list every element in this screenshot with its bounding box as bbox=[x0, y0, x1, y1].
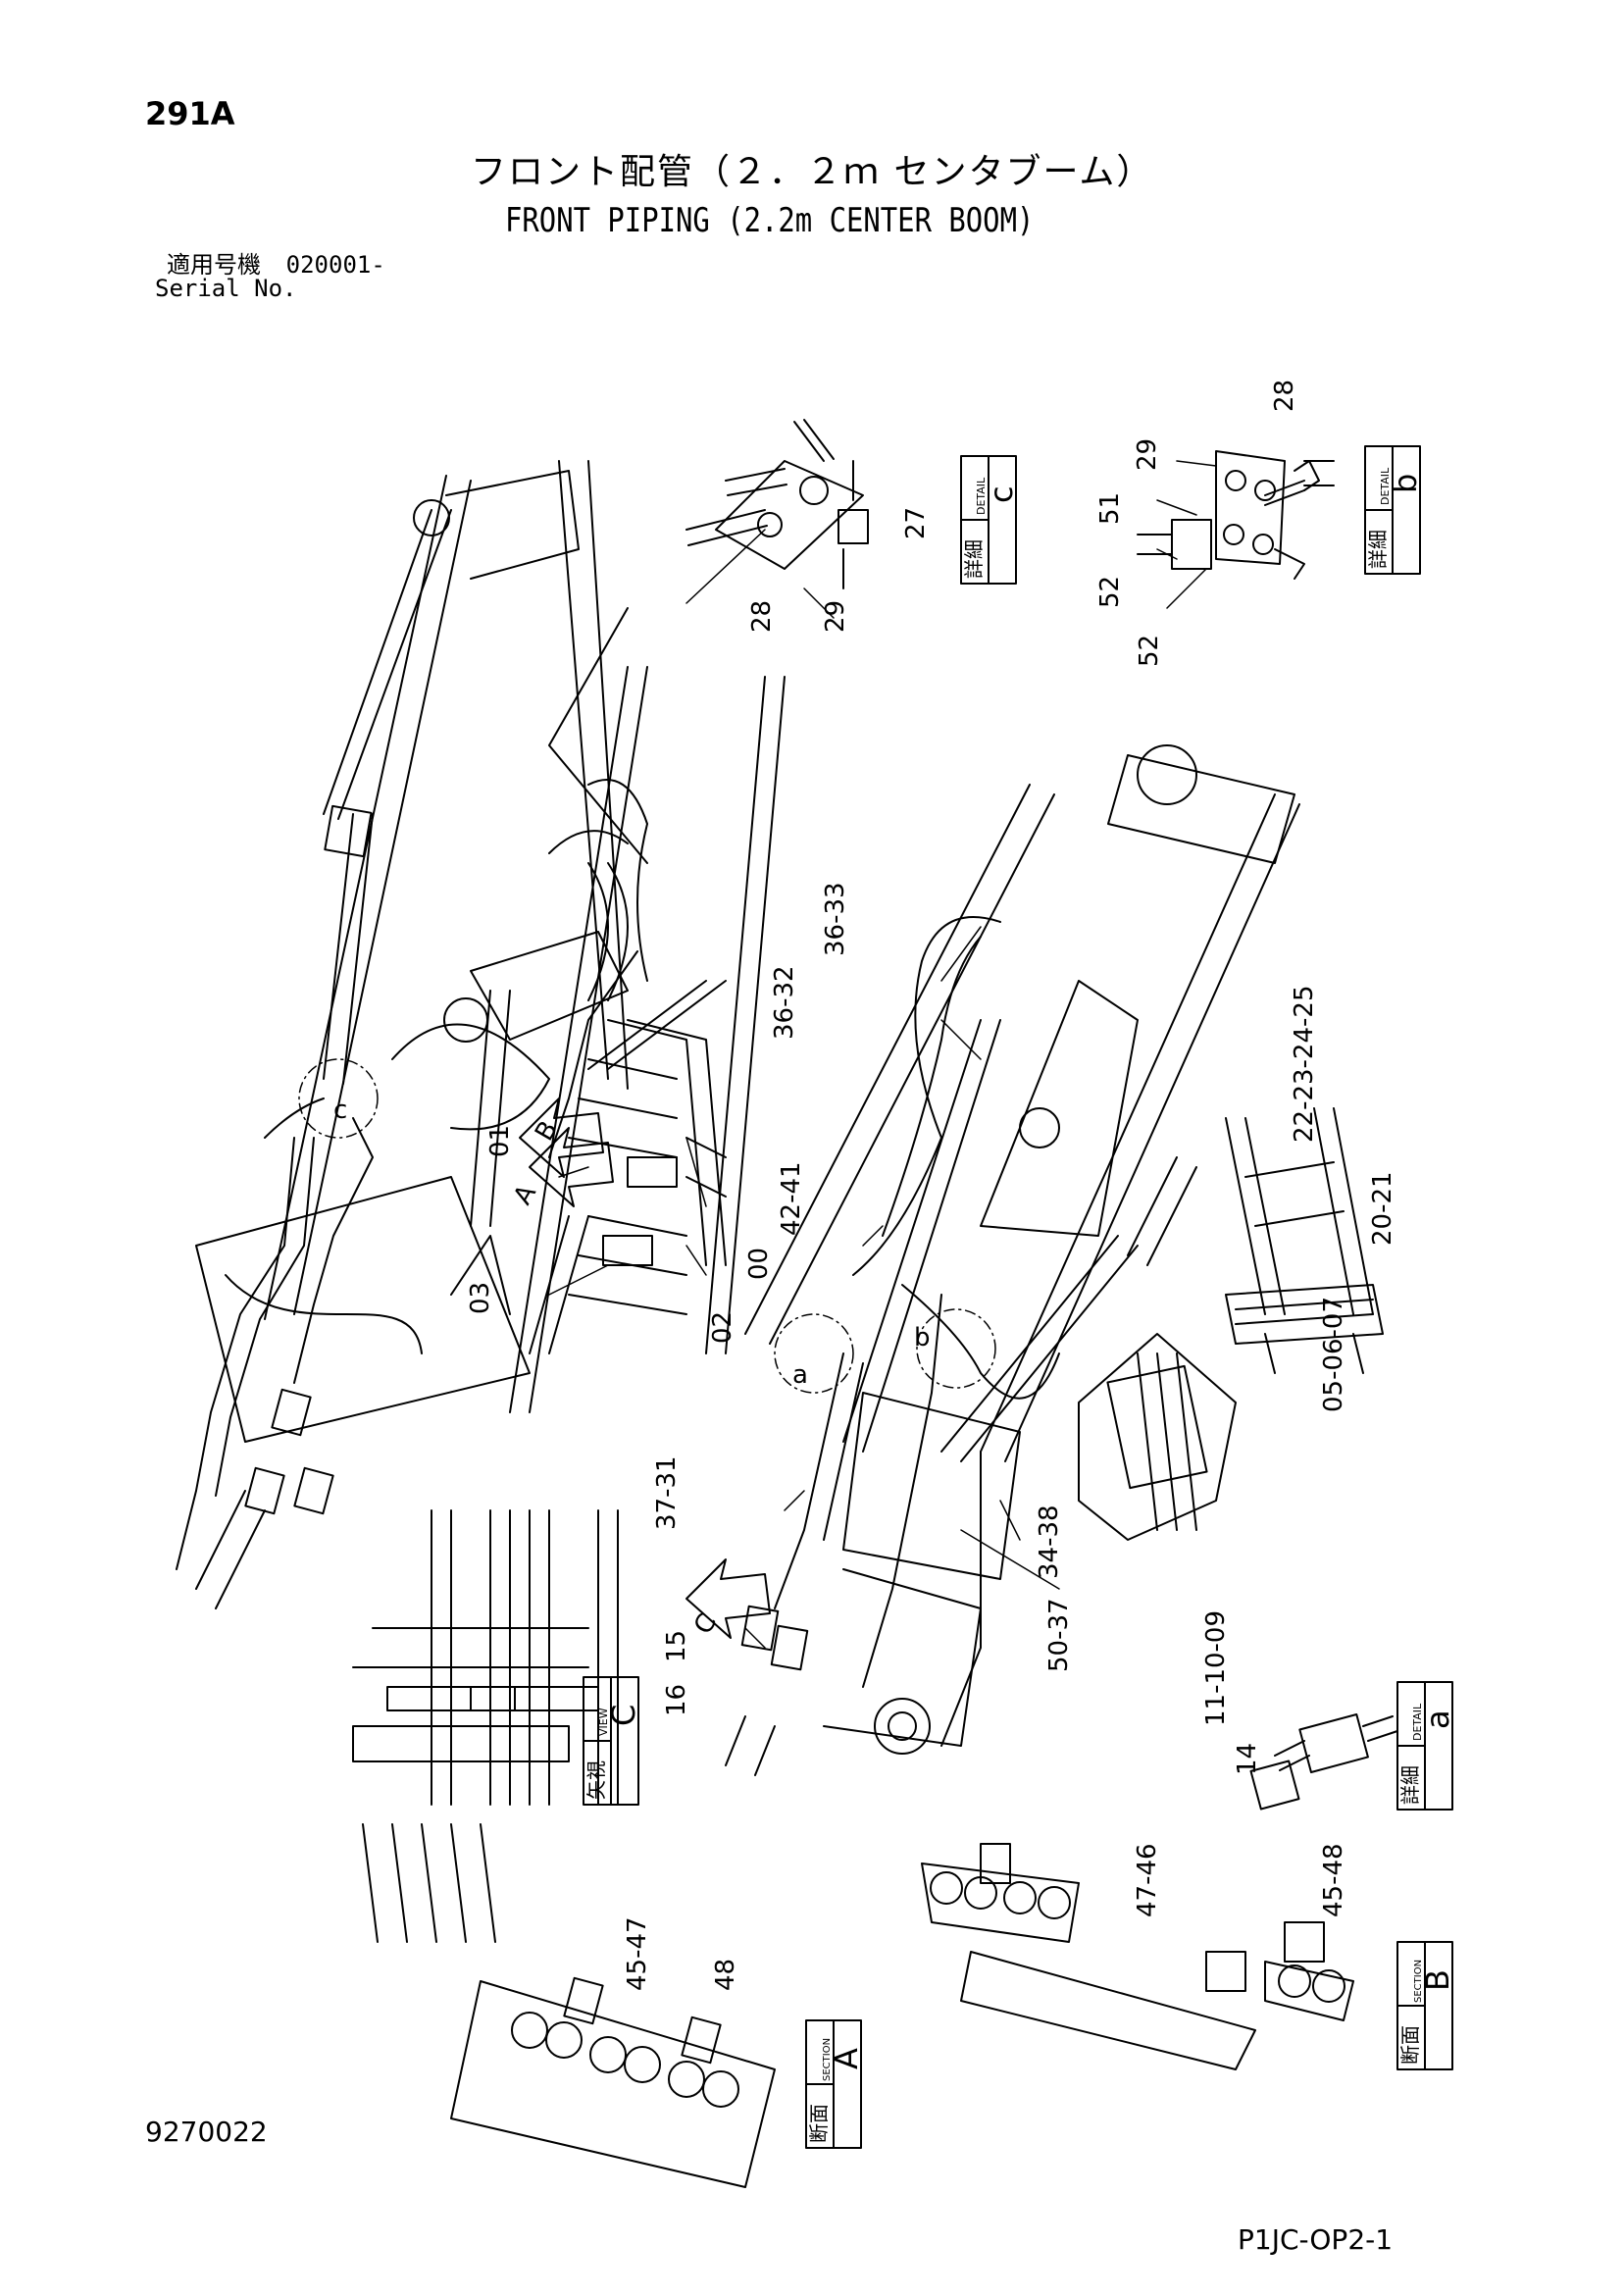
marker-b: b bbox=[914, 1323, 931, 1352]
view-c-box: 矢視 VIEW C bbox=[583, 1676, 642, 1806]
drawing-code: P1JC-OP2-1 bbox=[1238, 2223, 1394, 2256]
detail-c-box: 詳細 DETAIL c bbox=[960, 455, 1020, 585]
view-c-letter: C bbox=[605, 1705, 642, 1726]
title-japanese: フロント配管（２．２ｍ センタブーム） bbox=[471, 152, 1154, 192]
part-label: 20-21 bbox=[1368, 1171, 1397, 1246]
part-label: 52 bbox=[1135, 635, 1164, 667]
part-label: 48 bbox=[711, 1959, 740, 1991]
part-label: 28 bbox=[1270, 380, 1299, 412]
marker-c: c bbox=[333, 1096, 347, 1125]
page-number: 291A bbox=[145, 95, 235, 132]
part-label: 37-31 bbox=[652, 1455, 682, 1530]
part-label: 34-38 bbox=[1035, 1505, 1064, 1579]
part-label: 03 bbox=[466, 1282, 495, 1314]
document-number: 9270022 bbox=[145, 2116, 268, 2148]
detail-a-letter: a bbox=[1419, 1709, 1456, 1729]
part-label: 36-33 bbox=[821, 882, 850, 956]
section-b-jp: 断面 bbox=[1398, 2025, 1422, 2065]
marker-C: C bbox=[688, 1609, 723, 1640]
section-b-drawing bbox=[921, 1843, 1354, 2070]
part-label: 14 bbox=[1233, 1743, 1262, 1775]
detail-a-en: DETAIL bbox=[1411, 1703, 1424, 1741]
part-label: 11-10-09 bbox=[1201, 1610, 1231, 1726]
cylinder-drawing bbox=[1078, 1333, 1237, 1541]
part-label: 42-41 bbox=[777, 1161, 806, 1236]
detail-b-drawing bbox=[1137, 450, 1335, 580]
marker-B: B bbox=[530, 1116, 564, 1146]
right-boom-drawing bbox=[725, 744, 1300, 1776]
part-labels: 28 29 51 52 52 27 28 29 36-33 36-32 22-2… bbox=[466, 380, 1397, 1991]
detail-a-box: 詳細 DETAIL a bbox=[1396, 1681, 1456, 1811]
marker-a: a bbox=[792, 1360, 808, 1390]
section-a-jp: 断面 bbox=[807, 2104, 831, 2143]
section-b-box: 断面 SECTION B bbox=[1396, 1941, 1456, 2070]
view-c-en: VIEW bbox=[597, 1708, 610, 1736]
marker-A: A bbox=[508, 1180, 542, 1210]
detail-callout-circles bbox=[298, 1058, 996, 1394]
leader-lines bbox=[548, 460, 1217, 1649]
detail-a-jp: 詳細 bbox=[1398, 1765, 1422, 1805]
part-label: 15 bbox=[662, 1630, 691, 1662]
detail-c-drawing bbox=[685, 419, 869, 589]
section-b-letter: B bbox=[1419, 1969, 1456, 1991]
part-label: 50-37 bbox=[1044, 1598, 1074, 1672]
detail-b-en: DETAIL bbox=[1379, 467, 1392, 505]
detail-a-drawing bbox=[1249, 1712, 1398, 1811]
serial-label-english: Serial No. bbox=[155, 275, 297, 302]
part-label: 47-46 bbox=[1133, 1843, 1162, 1917]
view-label-boxes: 詳細 DETAIL c 詳細 DETAIL b 詳細 DETAIL a 矢視 bbox=[583, 445, 1456, 2149]
part-label: 36-32 bbox=[770, 965, 799, 1040]
part-label: 28 bbox=[747, 600, 777, 633]
center-hoses-drawing bbox=[509, 666, 786, 1413]
section-a-box: 断面 SECTION A bbox=[805, 2019, 865, 2149]
serial-row-japanese: 適用号機 020001- bbox=[167, 253, 385, 277]
section-a-letter: A bbox=[828, 2048, 865, 2069]
part-label: 45-47 bbox=[623, 1916, 652, 1991]
detail-b-jp: 詳細 bbox=[1366, 530, 1390, 569]
section-a-en: SECTION bbox=[822, 2038, 833, 2081]
clamp-detail-drawing bbox=[1225, 1107, 1384, 1374]
part-label: 51 bbox=[1095, 492, 1125, 525]
part-label: 45-48 bbox=[1319, 1843, 1348, 1917]
part-label: 52 bbox=[1095, 576, 1125, 608]
part-label: 22-23-24-25 bbox=[1290, 986, 1319, 1143]
title-english: FRONT PIPING (2.2m CENTER BOOM) bbox=[505, 201, 1035, 240]
detail-c-jp: 詳細 bbox=[962, 539, 986, 579]
view-arrows bbox=[519, 1097, 771, 1639]
part-label: 02 bbox=[708, 1311, 737, 1344]
view-c-drawing bbox=[352, 1509, 619, 1943]
left-boom-drawing bbox=[176, 460, 648, 1609]
serial-value: 020001- bbox=[285, 251, 385, 279]
serial-label-jp: 適用号機 bbox=[167, 251, 261, 279]
detail-c-en: DETAIL bbox=[975, 477, 988, 515]
view-c-jp: 矢視 bbox=[584, 1760, 608, 1800]
detail-b-box: 詳細 DETAIL b bbox=[1364, 445, 1424, 575]
detail-c-letter: c bbox=[983, 485, 1020, 503]
part-label: 00 bbox=[744, 1248, 774, 1280]
section-a-drawing bbox=[450, 1976, 776, 2188]
part-label: 05-06-07 bbox=[1319, 1297, 1348, 1412]
detail-b-letter: b bbox=[1387, 474, 1424, 493]
part-label: 01 bbox=[485, 1125, 515, 1157]
part-label: 29 bbox=[1133, 438, 1162, 471]
section-b-en: SECTION bbox=[1413, 1960, 1424, 2003]
part-label: 16 bbox=[662, 1684, 691, 1716]
part-label: 27 bbox=[901, 507, 931, 539]
part-label: 29 bbox=[821, 600, 850, 633]
arrow-a-marker bbox=[529, 1127, 614, 1207]
